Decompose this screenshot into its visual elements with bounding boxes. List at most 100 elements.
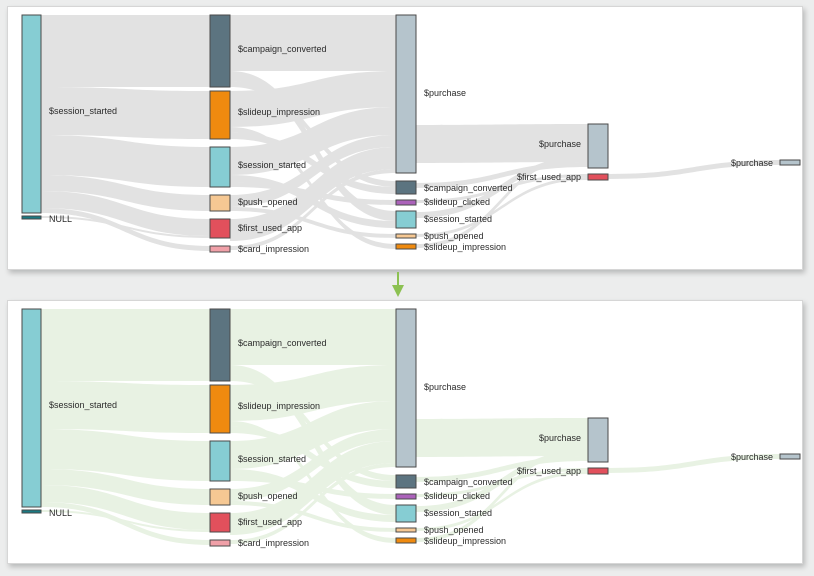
sankey-node-label: $push_opened <box>238 491 298 501</box>
sankey-node-purchase[interactable] <box>395 14 417 174</box>
sankey-node-campaign_converted[interactable] <box>395 180 417 195</box>
sankey-node-purchase[interactable] <box>587 123 609 169</box>
sankey-link[interactable] <box>416 471 588 531</box>
sankey-node-push_opened[interactable] <box>395 233 417 239</box>
sankey-node-purchase[interactable] <box>779 453 801 460</box>
sankey-node-label: NULL <box>49 508 72 518</box>
sankey-node-purchase[interactable] <box>587 417 609 463</box>
sankey-node-label: $campaign_converted <box>424 183 513 193</box>
sankey-node-first_used_app[interactable] <box>587 467 609 475</box>
sankey-node-card_impression[interactable] <box>209 539 231 547</box>
sankey-node-slideup_impression[interactable] <box>395 537 417 544</box>
sankey-node-push_opened[interactable] <box>395 527 417 533</box>
sankey-node-session_started[interactable] <box>21 14 42 214</box>
sankey-link[interactable] <box>416 124 588 163</box>
sankey-link[interactable] <box>416 162 588 188</box>
sankey-node-slideup_impression[interactable] <box>209 90 231 140</box>
sankey-link[interactable] <box>41 502 210 545</box>
sankey-canvas: $session_startedNULL$campaign_converted$… <box>21 308 801 548</box>
sankey-link[interactable] <box>230 463 396 544</box>
sankey-node-first_used_app[interactable] <box>209 512 231 533</box>
sankey-link[interactable] <box>41 485 210 530</box>
sankey-link[interactable] <box>41 135 210 187</box>
sankey-link[interactable] <box>41 191 210 236</box>
sankey-node-label: $purchase <box>731 158 773 168</box>
sankey-node-label: $session_started <box>49 106 117 116</box>
sankey-node-session_started[interactable] <box>395 504 417 523</box>
sankey-node-group: $session_startedNULL$campaign_converted$… <box>21 308 801 548</box>
sankey-node-label: $campaign_converted <box>424 477 513 487</box>
sankey-link[interactable] <box>41 208 210 251</box>
sankey-link[interactable] <box>230 71 396 127</box>
sankey-link[interactable] <box>41 175 210 211</box>
sankey-link[interactable] <box>41 429 210 481</box>
sankey-link[interactable] <box>41 309 210 381</box>
sankey-node-campaign_converted[interactable] <box>209 14 231 88</box>
sankey-node-purchase[interactable] <box>395 308 417 468</box>
sankey-node-session_started[interactable] <box>395 210 417 229</box>
sankey-link[interactable] <box>416 456 588 482</box>
sankey-node-null_node[interactable] <box>21 215 42 220</box>
sankey-node-first_used_app[interactable] <box>587 173 609 181</box>
sankey-node-session_started[interactable] <box>21 308 42 508</box>
sankey-link[interactable] <box>41 15 210 87</box>
sankey-node-first_used_app[interactable] <box>209 218 231 239</box>
sankey-node-push_opened[interactable] <box>209 194 231 212</box>
sankey-node-session_started[interactable] <box>209 440 231 482</box>
sankey-link[interactable] <box>230 15 396 71</box>
sankey-node-campaign_converted[interactable] <box>395 474 417 489</box>
sankey-link[interactable] <box>230 169 396 250</box>
sankey-node-null_node[interactable] <box>21 509 42 514</box>
sankey-link[interactable] <box>230 429 396 501</box>
sankey-node-label: $first_used_app <box>238 223 302 233</box>
sankey-node-label: $campaign_converted <box>238 338 327 348</box>
sankey-node-label: $first_used_app <box>517 466 581 476</box>
sankey-link[interactable] <box>608 160 780 179</box>
sankey-link[interactable] <box>416 156 588 218</box>
sankey-link-group <box>41 15 780 251</box>
sankey-link[interactable] <box>230 365 396 421</box>
arrow-down-icon <box>386 272 410 298</box>
sankey-link[interactable] <box>230 135 396 207</box>
sankey-link[interactable] <box>41 510 210 532</box>
sankey-node-card_impression[interactable] <box>209 245 231 253</box>
sankey-link[interactable] <box>41 469 210 505</box>
sankey-link[interactable] <box>416 152 588 248</box>
sankey-node-slideup_clicked[interactable] <box>395 493 417 500</box>
sankey-link[interactable] <box>230 207 396 238</box>
sankey-link[interactable] <box>416 450 588 512</box>
sankey-link[interactable] <box>230 147 396 241</box>
sankey-link[interactable] <box>41 381 210 433</box>
sankey-node-purchase[interactable] <box>779 159 801 166</box>
sankey-link[interactable] <box>230 501 396 532</box>
sankey-link[interactable] <box>41 216 210 238</box>
sankey-link[interactable] <box>230 132 396 194</box>
sankey-link[interactable] <box>230 426 396 488</box>
sankey-node-label: $purchase <box>539 139 581 149</box>
sankey-link[interactable] <box>416 446 588 542</box>
sankey-link[interactable] <box>416 418 588 457</box>
sankey-node-session_started[interactable] <box>209 146 231 188</box>
sankey-node-label: $first_used_app <box>238 517 302 527</box>
sankey-node-label: NULL <box>49 214 72 224</box>
sankey-link[interactable] <box>230 309 396 365</box>
sankey-node-push_opened[interactable] <box>209 488 231 506</box>
sankey-node-slideup_impression[interactable] <box>395 243 417 250</box>
sankey-link[interactable] <box>230 401 396 469</box>
sankey-link[interactable] <box>230 441 396 535</box>
sankey-node-slideup_clicked[interactable] <box>395 199 417 206</box>
sankey-node-campaign_converted[interactable] <box>209 308 231 382</box>
sankey-link[interactable] <box>608 454 780 473</box>
sankey-node-slideup_impression[interactable] <box>209 384 231 434</box>
sankey-node-label: $purchase <box>424 88 466 98</box>
sankey-node-label: $purchase <box>424 382 466 392</box>
sankey-link[interactable] <box>230 107 396 175</box>
sankey-link[interactable] <box>416 177 588 237</box>
sankey-link[interactable] <box>41 87 210 139</box>
